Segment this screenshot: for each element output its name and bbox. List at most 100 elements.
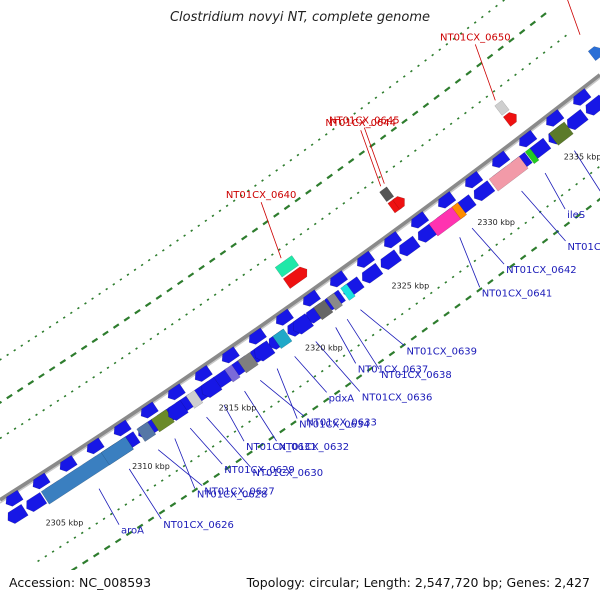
gene-feature[interactable] bbox=[399, 235, 421, 257]
tick-mark bbox=[371, 181, 374, 184]
gene-feature[interactable] bbox=[473, 180, 496, 202]
reverse-gene-label[interactable]: NT01CX_0641 bbox=[482, 288, 553, 299]
reverse-gene-label[interactable]: pdxA bbox=[329, 393, 355, 404]
gene-feature[interactable] bbox=[438, 191, 457, 209]
gene-feature[interactable] bbox=[7, 503, 29, 524]
gene-feature[interactable] bbox=[392, 196, 405, 210]
forward-gene-label[interactable]: NT01CX_0650 bbox=[440, 32, 511, 43]
tick-mark bbox=[347, 158, 355, 164]
gene-feature[interactable] bbox=[59, 455, 78, 472]
gene-feature[interactable] bbox=[519, 129, 538, 148]
tick-mark bbox=[198, 264, 205, 271]
tick-mark bbox=[476, 61, 483, 68]
reverse-gene-label[interactable]: NT01CX_0629 bbox=[224, 465, 295, 476]
reverse-gene-label[interactable]: NT01CX_0639 bbox=[406, 347, 477, 358]
reverse-gene-label[interactable]: NT01CX_0633 bbox=[306, 417, 377, 428]
gene-feature[interactable] bbox=[292, 313, 315, 335]
gene-feature[interactable] bbox=[451, 202, 468, 220]
reverse-gene-label[interactable]: ileS bbox=[567, 210, 585, 221]
gene-feature[interactable] bbox=[224, 364, 241, 383]
tick-mark bbox=[139, 493, 142, 497]
gene-feature[interactable] bbox=[167, 399, 189, 421]
forward-gene-label[interactable]: NT01CX_0644 bbox=[325, 118, 396, 129]
tick-mark bbox=[535, 56, 539, 60]
gene-feature[interactable] bbox=[494, 100, 510, 116]
gene-feature[interactable] bbox=[113, 419, 132, 437]
tick-mark bbox=[282, 164, 286, 167]
reverse-gene-label[interactable]: NT01CX_0637 bbox=[358, 364, 429, 375]
gene-feature[interactable] bbox=[585, 94, 600, 116]
leader-line bbox=[98, 488, 120, 525]
reverse-gene-label[interactable]: NT01CX_0634 bbox=[299, 420, 370, 431]
gene-feature[interactable] bbox=[32, 472, 51, 490]
gene-feature[interactable] bbox=[194, 364, 213, 382]
gene-feature[interactable] bbox=[274, 255, 300, 278]
gene-feature[interactable] bbox=[275, 308, 295, 326]
gene-feature[interactable] bbox=[380, 249, 403, 271]
reverse-gene-label[interactable]: NT01CX_0630 bbox=[253, 468, 324, 479]
gene-feature[interactable] bbox=[221, 346, 240, 364]
gene-feature[interactable] bbox=[282, 266, 308, 289]
gene-feature[interactable] bbox=[326, 292, 343, 311]
leader-line bbox=[360, 309, 405, 347]
forward-gene-label[interactable]: NT01CX_0640 bbox=[226, 190, 297, 201]
reverse-gene-label[interactable]: NT01CX_0643 bbox=[568, 242, 600, 253]
reverse-gene-label[interactable]: NT01CX_0628 bbox=[197, 490, 268, 501]
gene-feature[interactable] bbox=[136, 421, 157, 442]
gene-feature[interactable] bbox=[379, 186, 395, 203]
reverse-gene-label[interactable]: aroA bbox=[121, 526, 144, 537]
gene-feature[interactable] bbox=[587, 46, 600, 62]
gene-feature[interactable] bbox=[548, 121, 574, 146]
gene-feature[interactable] bbox=[86, 437, 105, 455]
reverse-gene-label[interactable]: NT01CX_0631 bbox=[246, 442, 317, 453]
leader-line bbox=[223, 405, 245, 442]
gene-feature[interactable] bbox=[502, 112, 517, 127]
gene-feature[interactable] bbox=[329, 270, 349, 288]
tick-mark bbox=[589, 171, 593, 175]
gene-feature[interactable] bbox=[361, 262, 384, 284]
forward-gene-label[interactable]: NT01CX_0645 bbox=[329, 116, 400, 127]
tick-mark bbox=[306, 380, 310, 383]
gene-feature[interactable] bbox=[248, 327, 268, 345]
gene-feature[interactable] bbox=[465, 170, 484, 189]
gene-feature[interactable] bbox=[272, 328, 293, 350]
gene-feature[interactable] bbox=[26, 492, 48, 513]
reverse-gene-label[interactable]: NT01CX_0632 bbox=[279, 442, 350, 453]
gene-feature[interactable] bbox=[254, 340, 276, 362]
gene-feature[interactable] bbox=[100, 436, 134, 466]
gene-feature[interactable] bbox=[492, 150, 511, 168]
gene-feature[interactable] bbox=[313, 299, 334, 321]
tick-mark bbox=[213, 293, 217, 297]
gene-feature[interactable] bbox=[383, 230, 403, 249]
gene-feature[interactable] bbox=[167, 383, 186, 401]
gene-feature[interactable] bbox=[356, 250, 376, 268]
tick-mark bbox=[119, 278, 123, 281]
gene-feature[interactable] bbox=[488, 156, 529, 192]
gene-feature[interactable] bbox=[546, 109, 565, 127]
tick-mark bbox=[103, 545, 111, 551]
gene-feature[interactable] bbox=[5, 489, 24, 507]
tick-mark bbox=[239, 194, 243, 198]
reverse-gene-label[interactable]: NT01CX_0642 bbox=[506, 265, 577, 276]
gene-feature[interactable] bbox=[140, 401, 159, 419]
reverse-gene-label[interactable]: NT01CX_0638 bbox=[381, 370, 452, 381]
gene-feature[interactable] bbox=[524, 147, 540, 165]
gene-feature[interactable] bbox=[237, 351, 259, 374]
gene-feature[interactable] bbox=[340, 283, 356, 301]
gene-feature[interactable] bbox=[185, 389, 204, 409]
tick-mark bbox=[66, 541, 69, 544]
reverse-gene-label[interactable]: NT01CX_0627 bbox=[204, 487, 275, 498]
reverse-gene-label[interactable]: NT01CX_0636 bbox=[362, 392, 433, 403]
gene-feature[interactable] bbox=[302, 289, 322, 307]
tick-mark bbox=[451, 275, 455, 279]
tick-mark bbox=[442, 127, 446, 131]
tick-mark bbox=[377, 358, 385, 365]
reverse-gene-label[interactable]: NT01CX_0626 bbox=[163, 520, 234, 531]
gene-feature[interactable] bbox=[410, 211, 430, 229]
tick-mark bbox=[495, 243, 499, 246]
gene-feature[interactable] bbox=[573, 88, 592, 106]
gene-feature[interactable] bbox=[201, 376, 223, 399]
gene-feature[interactable] bbox=[566, 108, 589, 131]
